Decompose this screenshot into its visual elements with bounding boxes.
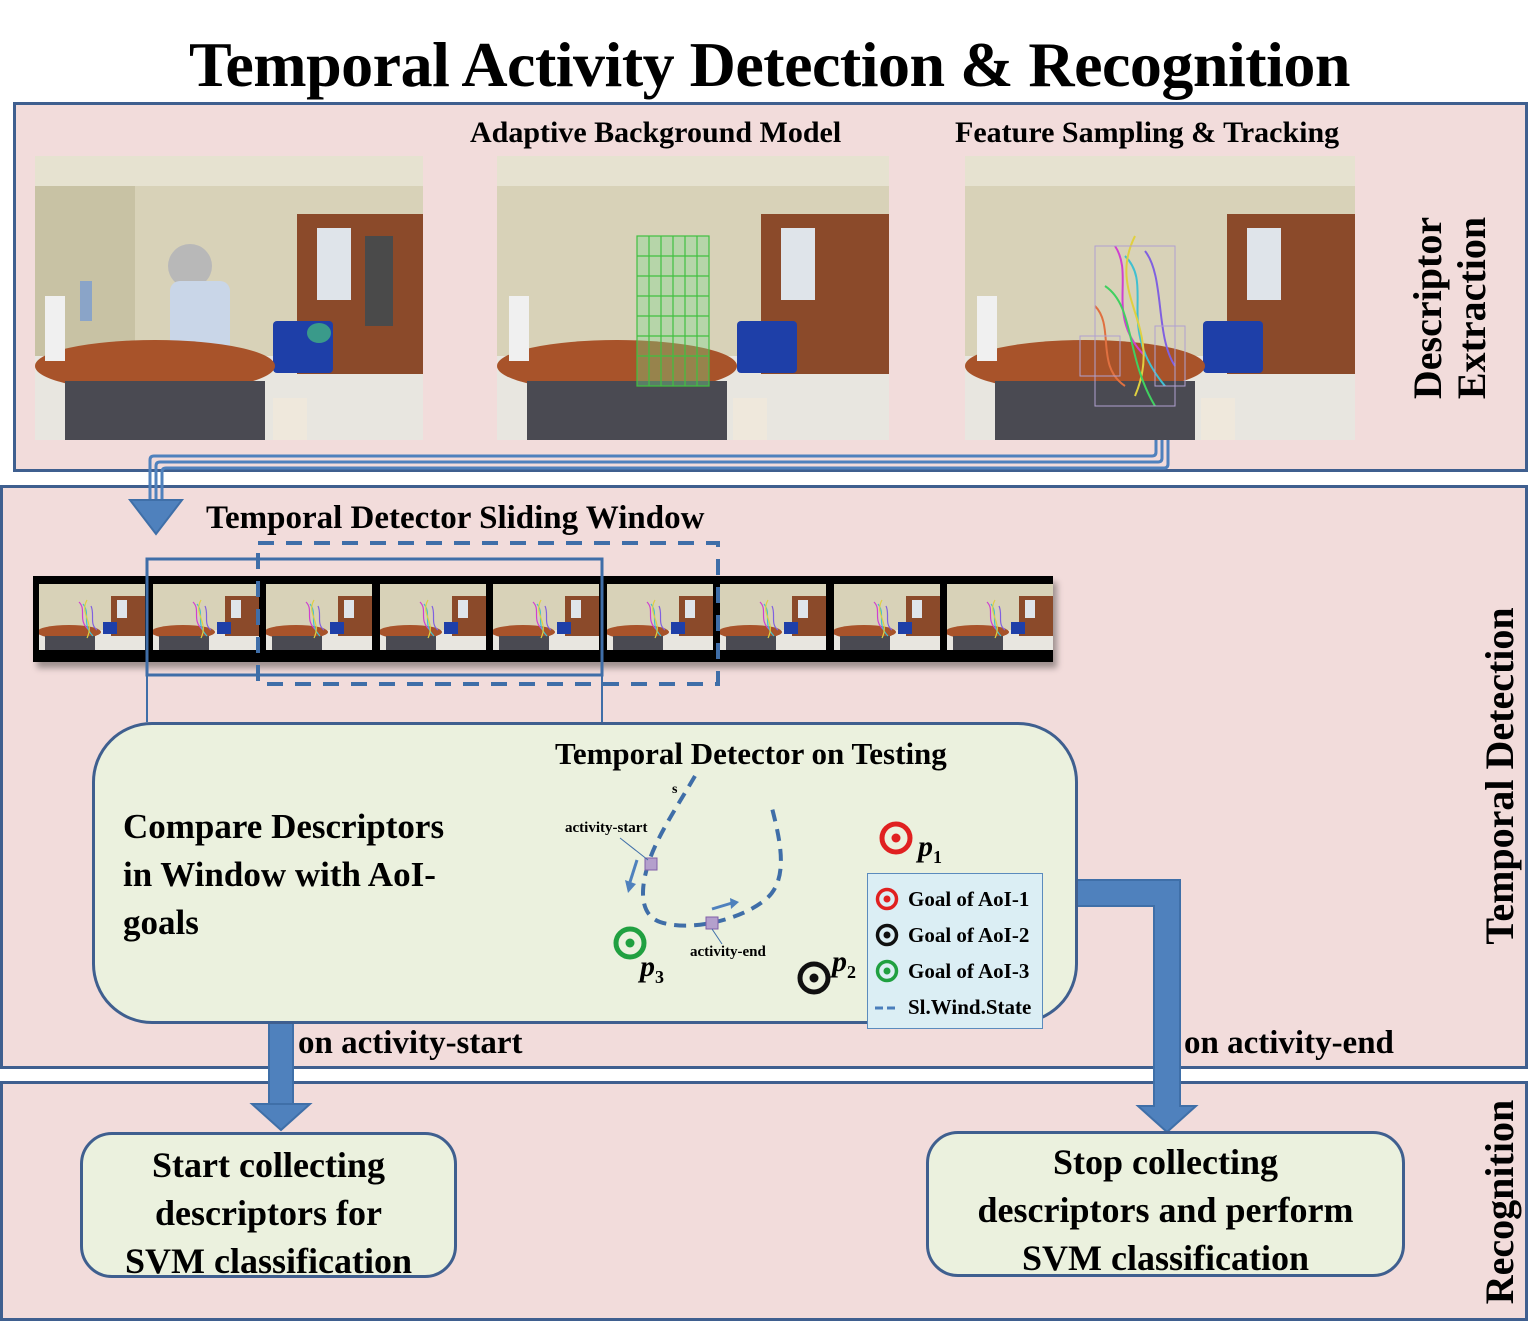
- text-line: goals: [123, 903, 199, 942]
- text-line: Compare Descriptors: [123, 807, 445, 846]
- text-line: SVM classification: [125, 1241, 412, 1281]
- compare-descriptors-text: Compare Descriptors in Window with AoI- …: [123, 803, 444, 947]
- video-frame: [152, 584, 259, 650]
- sliding-window-current: [145, 557, 604, 677]
- point-sub: 1: [933, 847, 942, 867]
- point-letter: p: [918, 830, 933, 863]
- frame-thumbnail: [947, 584, 1053, 650]
- point-label-p3: p3: [640, 950, 664, 988]
- video-frame: [266, 584, 372, 650]
- stop-collecting-box: Stop collecting descriptors and perform …: [926, 1131, 1405, 1278]
- legend-label: Goal of AoI-3: [908, 959, 1030, 983]
- on-start-arrow-shaft: [268, 1011, 294, 1105]
- office-scene-foreground-grid: [497, 156, 889, 440]
- direction-arrow-icon: [628, 859, 639, 883]
- start-collecting-box: Start collecting descriptors for SVM cla…: [80, 1132, 457, 1281]
- text-line: Stop collecting: [1053, 1142, 1278, 1182]
- video-frame: [833, 584, 940, 650]
- sliding-window-caption: Temporal Detector Sliding Window: [206, 500, 705, 536]
- activity-start-marker: [644, 857, 658, 871]
- frame-thumbnail: [606, 584, 713, 650]
- dashed-line-icon: [875, 1006, 899, 1010]
- goal-p3-icon: [613, 926, 647, 960]
- direction-arrowhead-icon: [625, 880, 636, 893]
- frame-thumbnail: [833, 584, 940, 650]
- on-activity-start-label: on activity-start: [298, 1025, 523, 1061]
- text-line: SVM classification: [1022, 1238, 1309, 1278]
- point-label-p2: p2: [832, 945, 856, 983]
- frame-thumbnail: [152, 584, 259, 650]
- video-frame: [947, 584, 1053, 650]
- connector-line: [160, 440, 1170, 500]
- red-target-icon: [875, 887, 899, 911]
- on-activity-end-label: on activity-end: [1184, 1025, 1394, 1061]
- end-callout-line: [711, 928, 723, 945]
- video-frame: [39, 584, 145, 650]
- point-letter: p: [832, 945, 847, 978]
- frame-thumbnail: [379, 584, 486, 650]
- text-line: descriptors and perform: [977, 1190, 1354, 1230]
- video-frame: [606, 584, 713, 650]
- connector-line: [154, 440, 1164, 500]
- frame-thumbnail: [39, 584, 145, 650]
- frame-strip: [33, 576, 1053, 662]
- legend-label: Sl.Wind.State: [908, 995, 1032, 1019]
- office-scene-tracked-features: [965, 156, 1355, 440]
- goal-p1-icon: [879, 821, 913, 855]
- on-start-arrowhead-icon: [249, 1103, 313, 1132]
- direction-arrowhead-icon: [730, 898, 739, 909]
- direction-arrow-icon: [711, 901, 733, 911]
- goal-p2-icon: [797, 961, 831, 995]
- activity-start-label: activity-start: [565, 820, 648, 836]
- video-frame: [379, 584, 486, 650]
- detector-plot-title: Temporal Detector on Testing: [555, 736, 947, 771]
- office-scene: [35, 156, 423, 440]
- activity-end-label: activity-end: [690, 944, 766, 960]
- frame-thumbnail: [266, 584, 372, 650]
- point-sub: 2: [847, 962, 856, 982]
- connector-line: [148, 440, 1158, 500]
- legend-label: Goal of AoI-1: [908, 887, 1030, 911]
- sliding-window-next: [256, 541, 720, 686]
- point-sub: 3: [655, 967, 664, 987]
- sliding-window-state-path: [641, 774, 783, 928]
- text-line: Start collecting: [152, 1145, 385, 1185]
- frame-thumbnail: [720, 584, 826, 650]
- text-line: descriptors for: [155, 1193, 382, 1233]
- path-label-s: s: [672, 782, 678, 797]
- goal-legend: Goal of AoI-1 Goal of AoI-2 Goal of AoI-…: [867, 873, 1043, 1029]
- video-frame: [493, 584, 599, 650]
- on-end-elbow-arrow-icon: [1061, 879, 1199, 1134]
- video-frame: [720, 584, 826, 650]
- activity-end-marker: [705, 916, 719, 930]
- text-line: in Window with AoI-: [123, 855, 436, 894]
- point-letter: p: [640, 950, 655, 983]
- feature-tracking-image: [965, 156, 1355, 440]
- background-model-image: [497, 156, 889, 440]
- start-callout-line: [619, 837, 649, 861]
- point-label-p1: p1: [918, 830, 942, 868]
- down-arrow-to-strip-icon: [127, 499, 185, 536]
- frame-thumbnail: [493, 584, 599, 650]
- green-target-icon: [875, 959, 899, 983]
- black-target-icon: [875, 923, 899, 947]
- legend-label: Goal of AoI-2: [908, 923, 1030, 947]
- caption-adaptive-background: Adaptive Background Model: [470, 116, 842, 149]
- diagram-title: Temporal Activity Detection & Recognitio…: [189, 29, 1350, 100]
- input-frame-image: [35, 156, 423, 440]
- caption-feature-sampling: Feature Sampling & Tracking: [955, 116, 1340, 149]
